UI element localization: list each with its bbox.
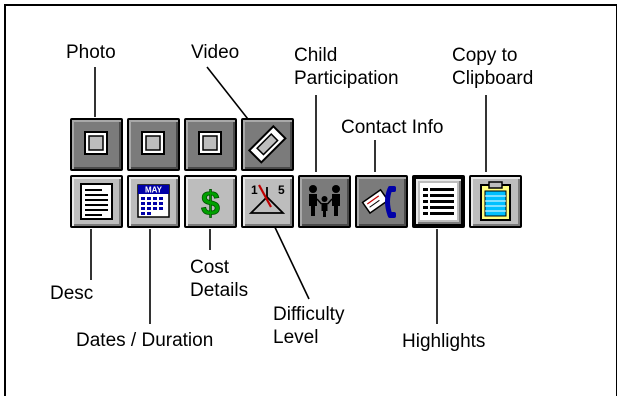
difficulty-low-text: 1 (251, 183, 258, 197)
desc-button[interactable] (70, 175, 123, 228)
label-photo: Photo (66, 42, 116, 63)
dollar-sign-text: $ (201, 185, 220, 223)
label-cost-details: Cost Details (190, 257, 249, 301)
dollar-icon: $ (201, 185, 221, 224)
photo-frame-icon (198, 131, 222, 155)
cost-button[interactable]: $ (184, 175, 237, 228)
dates-button[interactable]: MAY (127, 175, 180, 228)
video-cassette-icon (247, 124, 287, 164)
photo-button-1[interactable] (70, 118, 123, 171)
photo-button-3[interactable] (184, 118, 237, 171)
contact-info-button[interactable] (355, 175, 408, 228)
photo-button-2[interactable] (127, 118, 180, 171)
document-icon (80, 183, 113, 220)
label-contact-info: Contact Info (341, 117, 444, 138)
label-child-participation: Child Participation (294, 45, 399, 89)
difficulty-button[interactable]: 1 5 (241, 175, 294, 228)
video-button[interactable] (241, 118, 294, 171)
calendar-month-text: MAY (145, 186, 163, 195)
label-copy-to-clipboard: Copy to Clipboard (452, 45, 534, 89)
leader-video (206, 66, 256, 129)
highlights-list-icon (420, 183, 457, 220)
diagram-frame (4, 4, 617, 396)
difficulty-hanger-icon: 1 5 (248, 183, 286, 214)
label-video: Video (191, 42, 240, 63)
difficulty-high-text: 5 (278, 183, 285, 197)
clipboard-icon (480, 181, 511, 221)
calendar-icon: MAY (137, 184, 170, 218)
photo-frame-icon (84, 131, 108, 155)
label-dates-duration: Dates / Duration (76, 330, 214, 351)
copy-to-clipboard-button[interactable] (469, 175, 522, 228)
child-participation-button[interactable] (298, 175, 351, 228)
label-desc: Desc (50, 283, 94, 304)
label-difficulty-level: Difficulty Level (273, 304, 345, 348)
family-icon (309, 185, 340, 217)
highlights-button[interactable] (412, 175, 465, 228)
phone-card-icon (361, 186, 396, 218)
label-highlights: Highlights (402, 331, 486, 352)
photo-frame-icon (141, 131, 165, 155)
